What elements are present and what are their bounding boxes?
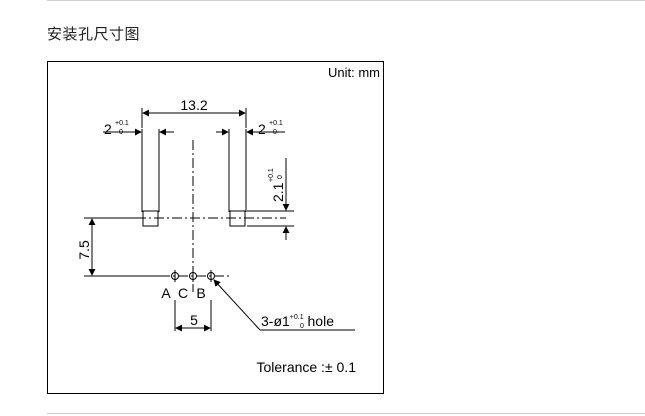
left-pin-slot bbox=[141, 129, 160, 227]
hole-callout-lower: 0 bbox=[300, 323, 304, 330]
diagram-canvas: Unit: mm 13.2 2 bbox=[76, 65, 380, 375]
dimension-right-width-upper: +0.1 bbox=[269, 120, 283, 127]
dimension-13-2-label: 13.2 bbox=[180, 97, 207, 113]
dimension-vertical-label: 7.5 bbox=[76, 240, 92, 260]
dimension-right-width-base: 2 bbox=[258, 121, 266, 137]
dimension-height-lower: 0 bbox=[277, 175, 284, 179]
dimension-height-upper: +0.1 bbox=[268, 168, 275, 182]
dimension-left-width-upper: +0.1 bbox=[115, 120, 129, 127]
dimension-height bbox=[247, 158, 294, 240]
right-pin-slot bbox=[228, 129, 247, 227]
dimension-height-base: 2.1 bbox=[270, 182, 286, 202]
pin-hole-crosshairs bbox=[174, 270, 212, 282]
tolerance-note: Tolerance :± 0.1 bbox=[256, 359, 356, 375]
hole-callout-upper: +0.1 bbox=[290, 314, 304, 321]
dimension-right-width-lower: 0 bbox=[273, 129, 277, 136]
top-divider bbox=[47, 0, 645, 1]
pin-label-b: B bbox=[196, 285, 205, 301]
dimension-5 bbox=[174, 300, 212, 332]
bottom-divider bbox=[47, 413, 645, 414]
dimension-13-2 bbox=[141, 108, 247, 128]
dimension-left-width-lower: 0 bbox=[119, 129, 123, 136]
dimension-height-label: 2.1 +0.1 0 bbox=[268, 168, 286, 202]
page-title: 安装孔尺寸图 bbox=[47, 25, 141, 43]
pin-label-c: C bbox=[178, 285, 188, 301]
hole-callout-prefix: 3-ø1 bbox=[261, 313, 290, 329]
dimension-left-width-base: 2 bbox=[104, 121, 112, 137]
hole-callout: 3-ø1+0.1 hole bbox=[261, 313, 334, 329]
hole-callout-suffix: hole bbox=[304, 313, 335, 329]
dimension-5-label: 5 bbox=[190, 312, 198, 328]
dimension-diagram: Unit: mm 13.2 2 bbox=[47, 61, 384, 394]
unit-label: Unit: mm bbox=[328, 65, 380, 80]
pin-label-a: A bbox=[161, 285, 171, 301]
hole-leader bbox=[213, 279, 355, 331]
dimension-vertical bbox=[84, 217, 160, 277]
center-lines bbox=[118, 140, 286, 292]
